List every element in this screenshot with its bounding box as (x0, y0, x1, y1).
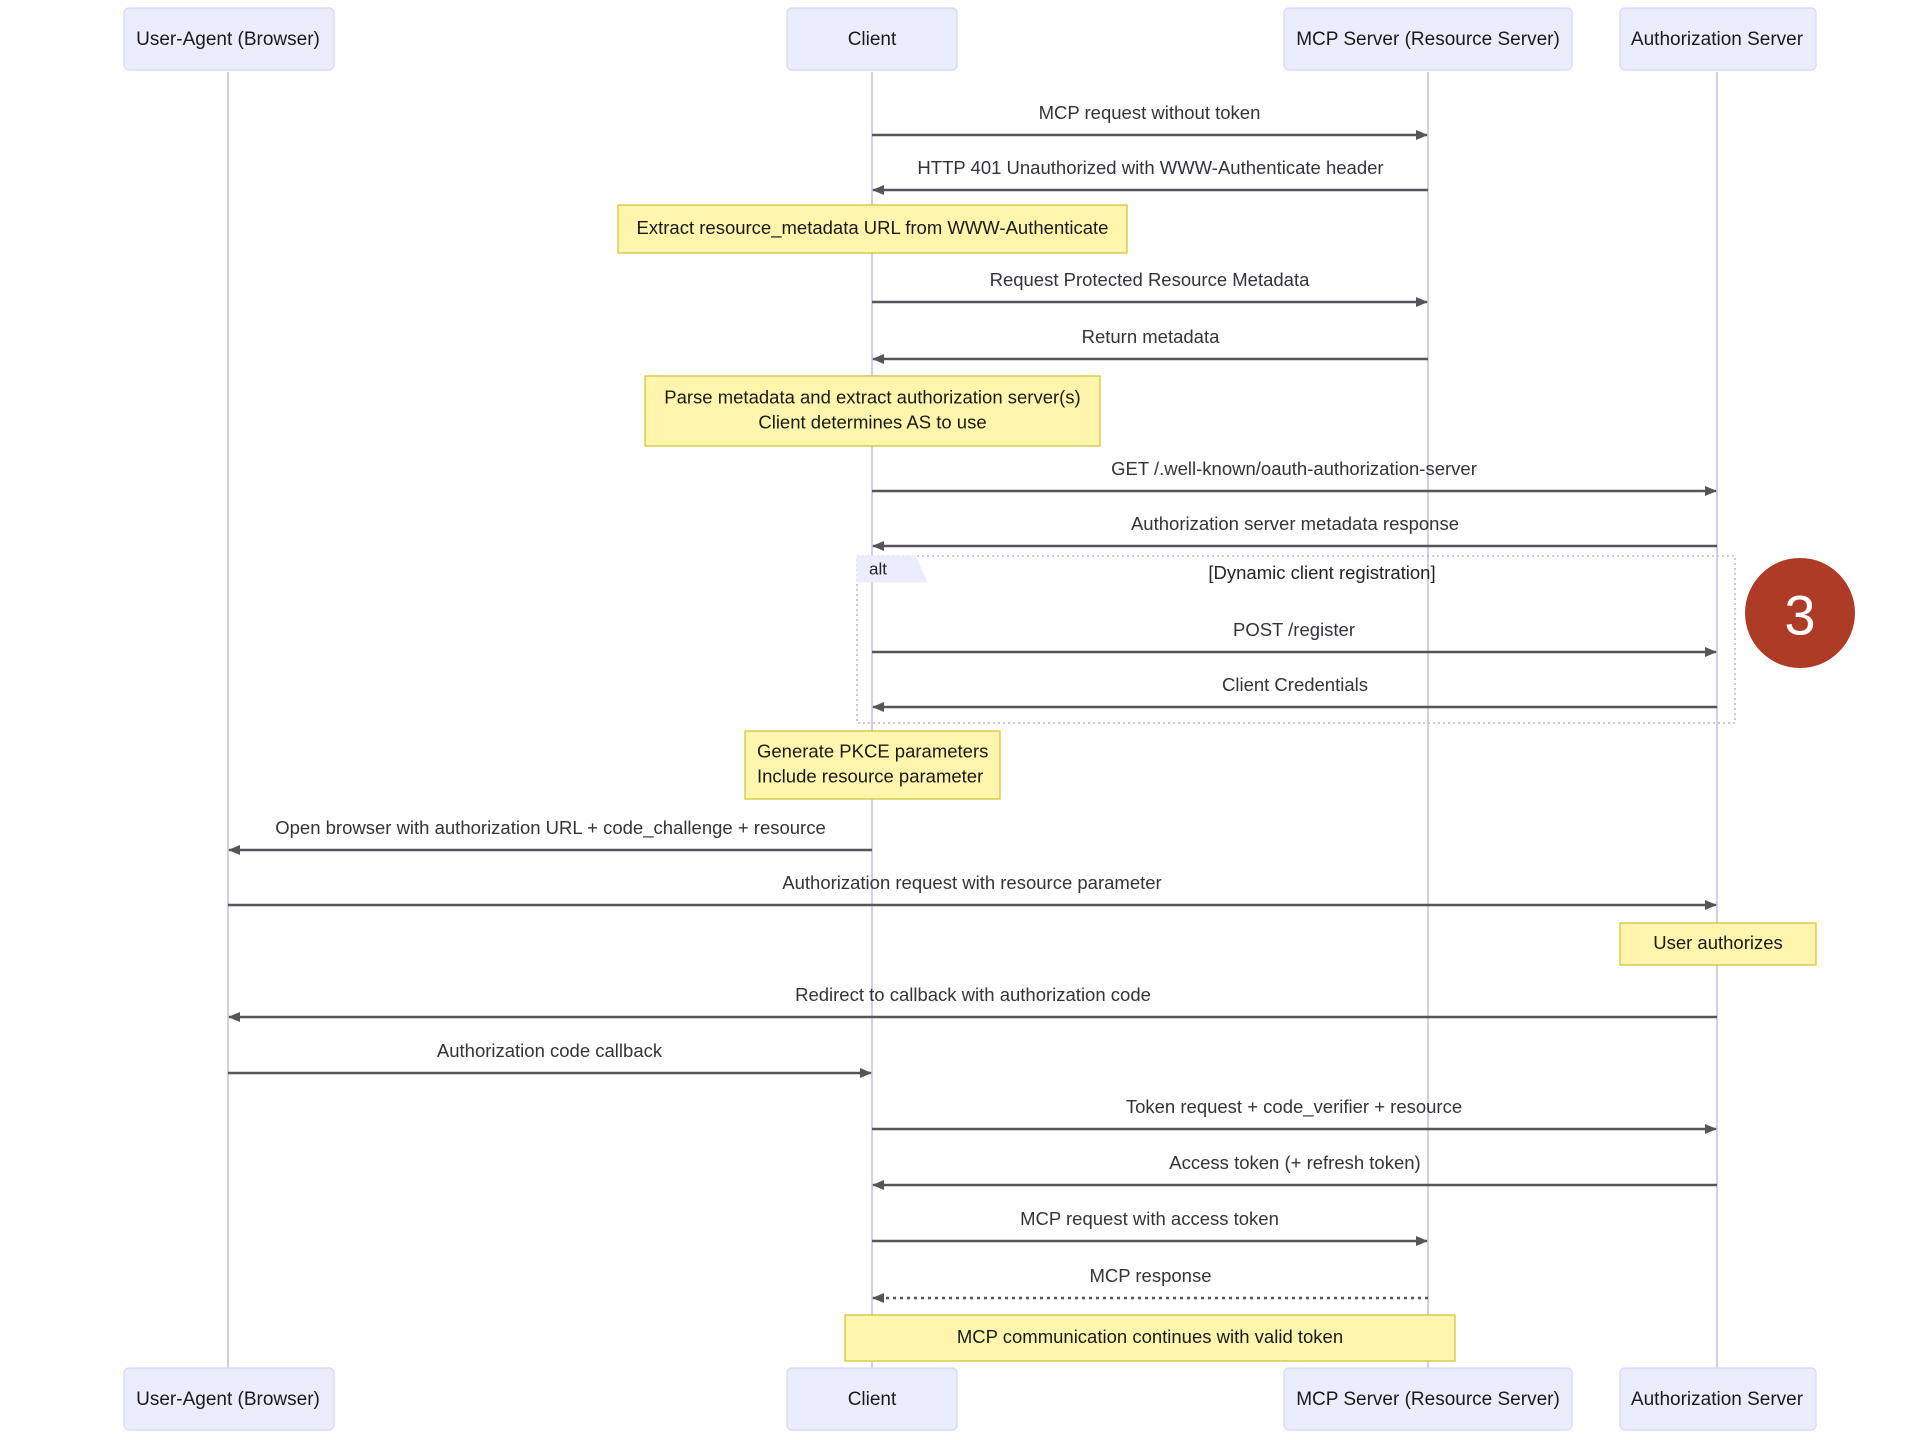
note-text-line: Generate PKCE parameters (757, 740, 988, 761)
message-label: Return metadata (1082, 326, 1221, 347)
fragment-tab-label: alt (869, 559, 887, 578)
lifelines-group (227, 72, 1718, 1368)
message-m10: Authorization request with resource para… (228, 872, 1717, 910)
message-label: MCP request without token (1039, 102, 1261, 123)
note-n2: Parse metadata and extract authorization… (644, 375, 1101, 447)
step-badge-3[interactable]: 3 (1745, 558, 1855, 668)
fragment-frame (856, 555, 1736, 724)
message-label: HTTP 401 Unauthorized with WWW-Authentic… (917, 157, 1383, 178)
badges-group: 3 (1745, 558, 1855, 668)
actor-label-ua: User-Agent (Browser) (136, 1389, 320, 1410)
actors-bottom-group: User-Agent (Browser) Client MCP Server (Re… (123, 1367, 1817, 1431)
note-text-line: Parse metadata and extract authorization… (664, 386, 1080, 407)
fragments-group: alt [Dynamic client registration] (856, 555, 1736, 724)
message-m2: HTTP 401 Unauthorized with WWW-Authentic… (872, 157, 1428, 195)
message-label: Access token (+ refresh token) (1169, 1152, 1420, 1173)
fragment-alt1: alt [Dynamic client registration] (856, 555, 1736, 724)
actors-top-group: User-Agent (Browser) Client MCP Server (Re… (123, 7, 1817, 71)
message-m1: MCP request without token (872, 102, 1428, 140)
note-text-line: Include resource parameter (757, 765, 983, 786)
badge-circle (1745, 558, 1855, 668)
message-label: Authorization code callback (437, 1040, 663, 1061)
fragment-condition-label: [Dynamic client registration] (1208, 562, 1435, 583)
notes-group: Extract resource_metadata URL from WWW-A… (617, 204, 1817, 1362)
actor-box-as (1619, 7, 1817, 71)
note-box (744, 730, 1001, 800)
actor-box-as (1619, 1367, 1817, 1431)
actor-mcp-top[interactable]: MCP Server (Resource Server) (1283, 7, 1573, 71)
note-text-line: Extract resource_metadata URL from WWW-A… (637, 217, 1109, 239)
actor-label-as: Authorization Server (1631, 29, 1804, 50)
note-text-line: MCP communication continues with valid t… (957, 1326, 1343, 1347)
message-m12: Authorization code callback (228, 1040, 872, 1078)
actor-label-client: Client (848, 1389, 897, 1410)
message-label: POST /register (1233, 619, 1355, 640)
actor-label-mcp: MCP Server (Resource Server) (1296, 29, 1560, 50)
note-box (617, 204, 1128, 254)
message-m14: Access token (+ refresh token) (872, 1152, 1717, 1190)
actor-client-top[interactable]: Client (786, 7, 958, 71)
message-label: MCP request with access token (1020, 1208, 1279, 1229)
message-label: Authorization request with resource para… (782, 872, 1161, 893)
actor-label-as: Authorization Server (1631, 1389, 1804, 1410)
note-n1: Extract resource_metadata URL from WWW-A… (617, 204, 1128, 254)
message-m9: Open browser with authorization URL + co… (228, 817, 872, 855)
actor-ua-top[interactable]: User-Agent (Browser) (123, 7, 335, 71)
note-n5: MCP communication continues with valid t… (844, 1314, 1456, 1362)
actor-as-bottom[interactable]: Authorization Server (1619, 1367, 1817, 1431)
actor-box-mcp (1283, 7, 1573, 71)
message-m15: MCP request with access token (872, 1208, 1428, 1246)
actor-box-ua (123, 7, 335, 71)
actor-label-client: Client (848, 29, 897, 50)
message-m5: GET /.well-known/oauth-authorization-ser… (872, 458, 1717, 496)
note-text-line: User authorizes (1653, 932, 1783, 953)
actor-label-mcp: MCP Server (Resource Server) (1296, 1389, 1560, 1410)
message-label: Authorization server metadata response (1131, 513, 1459, 534)
actor-label-ua: User-Agent (Browser) (136, 29, 320, 50)
message-label: Request Protected Resource Metadata (990, 269, 1311, 290)
note-text-line: Client determines AS to use (758, 411, 986, 432)
actor-ua-bottom[interactable]: User-Agent (Browser) (123, 1367, 335, 1431)
message-label: Token request + code_verifier + resource (1126, 1096, 1462, 1118)
actor-mcp-bottom[interactable]: MCP Server (Resource Server) (1283, 1367, 1573, 1431)
actor-box-ua (123, 1367, 335, 1431)
actor-box-client (786, 7, 958, 71)
message-label: Open browser with authorization URL + co… (275, 817, 826, 839)
message-m16: MCP response (872, 1265, 1428, 1303)
fragment-tab (856, 555, 928, 583)
message-m8: Client Credentials (872, 674, 1717, 712)
message-label: MCP response (1089, 1265, 1211, 1286)
note-n4: User authorizes (1619, 922, 1817, 966)
actor-as-top[interactable]: Authorization Server (1619, 7, 1817, 71)
message-m3: Request Protected Resource Metadata (872, 269, 1428, 307)
note-box (1619, 922, 1817, 966)
message-label: Redirect to callback with authorization … (795, 984, 1151, 1005)
message-m4: Return metadata (872, 326, 1428, 364)
message-m7: POST /register (872, 619, 1717, 657)
message-m11: Redirect to callback with authorization … (228, 984, 1717, 1022)
message-m13: Token request + code_verifier + resource (872, 1096, 1717, 1134)
note-box (844, 1314, 1456, 1362)
actor-box-client (786, 1367, 958, 1431)
note-box (644, 375, 1101, 447)
actor-box-mcp (1283, 1367, 1573, 1431)
badge-label: 3 (1784, 584, 1815, 647)
message-m6: Authorization server metadata response (872, 513, 1717, 551)
message-label: GET /.well-known/oauth-authorization-ser… (1111, 458, 1477, 479)
message-label: Client Credentials (1222, 674, 1368, 695)
actor-client-bottom[interactable]: Client (786, 1367, 958, 1431)
